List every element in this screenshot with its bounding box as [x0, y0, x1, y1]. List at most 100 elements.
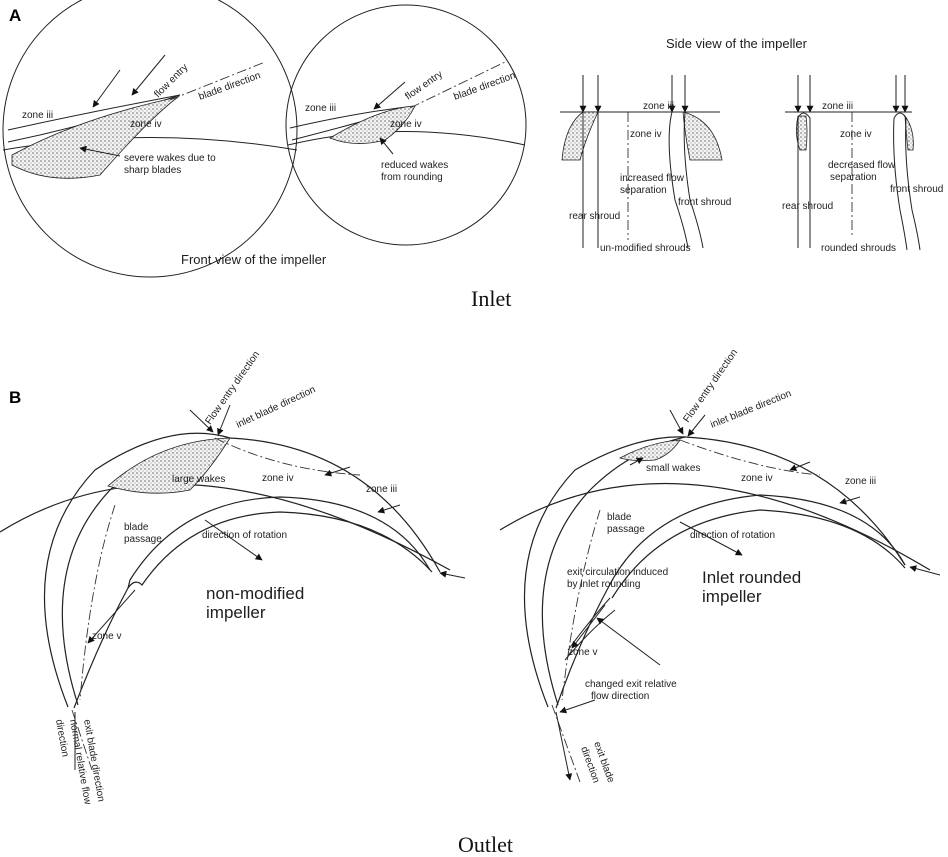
impeller-circle-left [2, 0, 298, 278]
severe-wake-region [11, 96, 179, 179]
blade-passage-label-1: blade [124, 522, 149, 533]
circular-boundary-right [287, 131, 526, 146]
front-shroud-rounded-2 [893, 117, 908, 251]
rotation-label-right: direction of rotation [690, 530, 775, 541]
panel-a-label: A [9, 6, 21, 25]
zone-iii-label-r: zone iii [305, 103, 336, 114]
flow-arrow-1 [92, 69, 121, 108]
rear-wake-r [796, 115, 808, 151]
zone-iii-label-br: zone iii [845, 476, 876, 487]
flow-arrow-r-4 [839, 496, 861, 505]
reduced-wake-label-1: reduced wakes [381, 160, 448, 171]
wake-label-1: severe wakes due to [124, 153, 216, 164]
blade-direction-label-r: blade direction [452, 70, 517, 103]
outlet-inlet-rounded: Flow entry direction inlet blade directi… [499, 347, 941, 785]
flow-entry-label-r: flow entry [403, 69, 444, 103]
unmod-rear-shroud: rear shroud [569, 211, 620, 222]
rounded-impeller-label-2: impeller [702, 587, 762, 606]
zone-iv-label-r: zone iv [390, 119, 422, 130]
inlet-blade-dash-right [679, 439, 821, 476]
round-sep-2: separation [830, 172, 877, 183]
rear-wake [561, 111, 599, 161]
blade-passage-label-r1: blade [607, 512, 632, 523]
inlet-blade-label-b: inlet blade direction [235, 384, 318, 430]
wake-label-2: sharp blades [124, 165, 181, 176]
flow-arrow-r-5 [909, 565, 941, 576]
zone-v-label-right: zone v [568, 647, 597, 658]
passage-centerline-left [79, 504, 116, 701]
blade-passage-label-r2: passage [607, 524, 645, 535]
circulation-stream-1 [567, 597, 611, 651]
non-modified-label-2: impeller [206, 603, 266, 622]
blade-second-right [555, 494, 906, 709]
rotation-circle-left [0, 483, 451, 571]
blade-direction-line-left [169, 61, 266, 101]
large-wakes-label: large wakes [172, 474, 225, 485]
rotation-arrow-right [679, 521, 743, 556]
zone-iv-label-b: zone iv [262, 473, 294, 484]
inlet-caption: Inlet [471, 286, 511, 311]
flow-arrow-b4 [377, 504, 401, 514]
unmod-front-shroud: front shroud [678, 197, 731, 208]
front-wake [682, 111, 723, 161]
round-title: rounded shrouds [821, 243, 896, 254]
zone-iv-label: zone iv [130, 119, 162, 130]
unmod-sep-1: increased flow [620, 173, 685, 184]
unmodified-shrouds: zone iii zone iv increased flow separati… [560, 75, 731, 254]
flow-arrow-b2 [217, 404, 231, 436]
changed-label-1: changed exit relative [585, 679, 677, 690]
rear-shroud-rounded [797, 112, 811, 248]
zone-iv-label-br: zone iv [741, 473, 773, 484]
flow-arrow-b3 [324, 466, 351, 477]
blade-second-left [73, 496, 431, 709]
reduced-wake-region [329, 105, 416, 144]
panel-b-label: B [9, 388, 21, 407]
blade-outer-right [523, 436, 906, 708]
rounded-shrouds: zone iii zone iv decreased flow separati… [782, 75, 943, 254]
zone-v-arrow-right [571, 604, 606, 649]
flow-arrow-b1 [189, 409, 214, 433]
zone-v-label-left: zone v [92, 631, 121, 642]
flow-arrow-2 [131, 54, 166, 96]
exit-blade-dash-right [551, 704, 581, 783]
inlet-front-view-sharp: zone iii zone iv flow entry blade direct… [2, 0, 298, 278]
outlet-caption: Outlet [458, 832, 513, 857]
unmod-sep-2: separation [620, 185, 667, 196]
small-wakes-label: small wakes [646, 463, 700, 474]
large-wake-region [107, 437, 231, 494]
flow-entry-label: flow entry [152, 62, 190, 100]
exit-blade-dash-left [71, 709, 93, 771]
blade-upper-edge-left [7, 94, 181, 131]
round-zone-iv: zone iv [840, 129, 872, 140]
changed-flow-line [555, 711, 573, 781]
inlet-front-view-rounded: zone iii zone iv flow entry blade direct… [285, 4, 527, 246]
circulation-stream-2 [564, 609, 616, 661]
flow-arrow-b5 [439, 570, 466, 579]
blade-direction-label: blade direction [197, 70, 262, 103]
unmod-title: un-modified shrouds [600, 243, 691, 254]
non-modified-label-1: non-modified [206, 584, 304, 603]
side-view-title: Side view of the impeller [666, 36, 808, 51]
wake-pointer-right [379, 137, 394, 155]
circulation-label-2: by inlet rounding [567, 579, 640, 590]
inlet-blade-dash-left [214, 437, 361, 476]
small-wake-region [618, 439, 681, 462]
unmod-zone-iii: zone iii [643, 101, 674, 112]
zone-iii-label-b: zone iii [366, 484, 397, 495]
changed-pointer-2 [559, 699, 596, 714]
round-sep-1: decreased flow [828, 160, 896, 171]
rotation-label-left: direction of rotation [202, 530, 287, 541]
blade-second-inner-left [127, 511, 433, 589]
front-shroud-line-1 [668, 111, 689, 249]
front-view-title: Front view of the impeller [181, 252, 327, 267]
reduced-wake-label-2: from rounding [381, 172, 443, 183]
flow-arrow-r-2 [687, 414, 706, 437]
rotation-arrow-left [204, 519, 263, 561]
changed-label-2: flow direction [591, 691, 649, 702]
front-shroud-line-2 [683, 111, 704, 249]
flow-arrow-r-1 [669, 409, 684, 435]
blade-second-inner-right [611, 509, 906, 599]
rounded-impeller-label-1: Inlet rounded [702, 568, 801, 587]
round-front-shroud: front shroud [890, 184, 943, 195]
